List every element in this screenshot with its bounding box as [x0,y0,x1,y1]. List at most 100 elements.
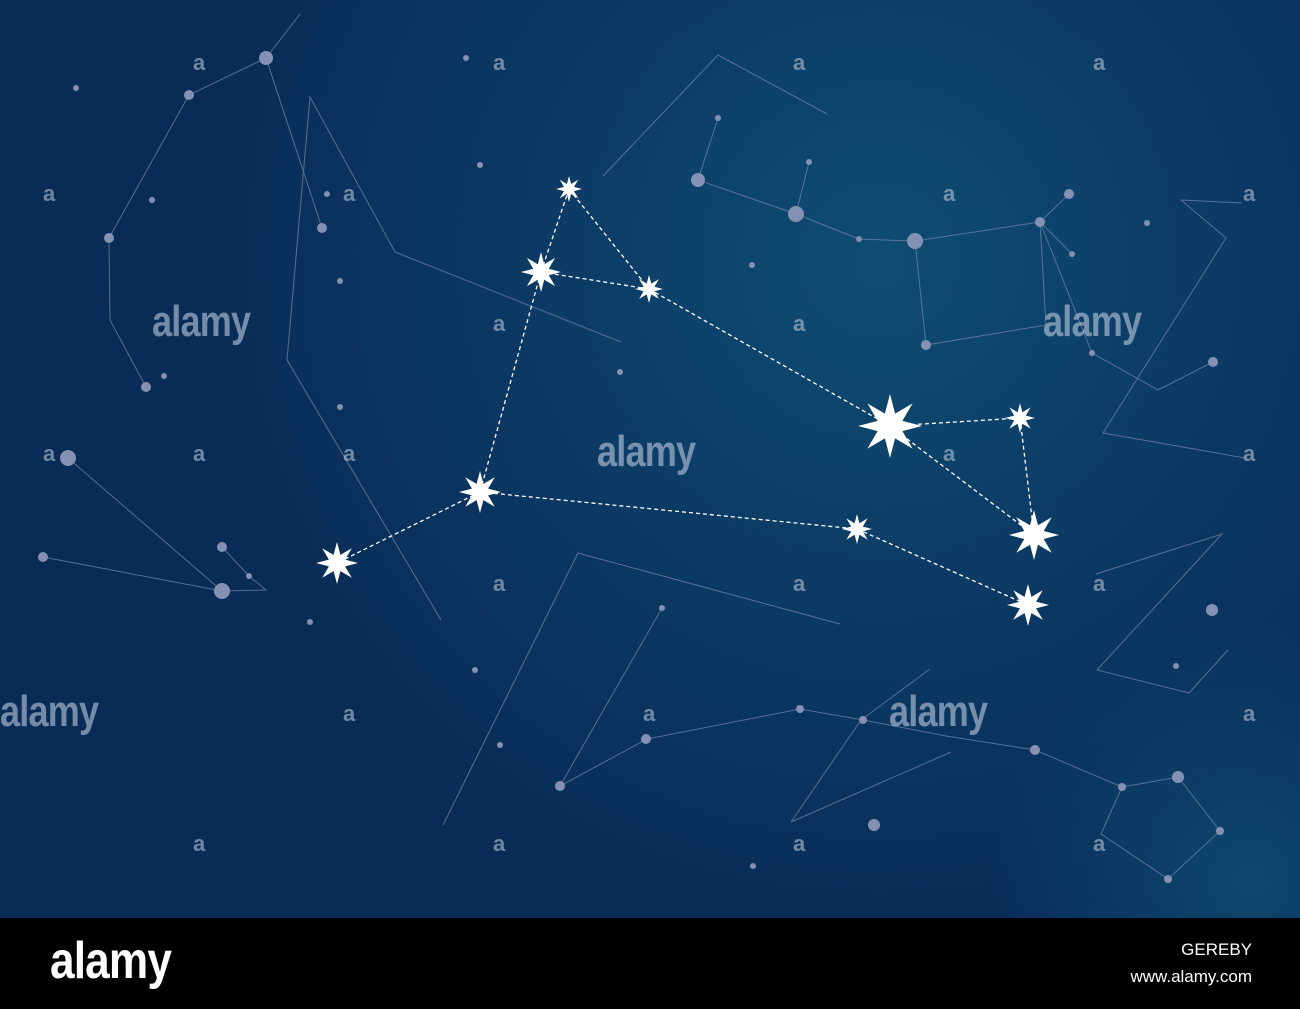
watermark-mark: a [1243,701,1256,726]
faint-star-icon [104,233,114,243]
background-stars [38,51,1224,883]
constellation-dashed-line [540,188,570,273]
faint-star-icon [463,55,469,61]
faint-star-icon [796,705,804,713]
background-constellation-line [790,751,952,823]
watermark-mark: a [943,181,956,206]
faint-star-icon [691,173,705,187]
watermark-mark: a [793,831,806,856]
faint-star-icon [788,206,804,222]
watermark-mark: a [1243,441,1256,466]
watermark-logo: alamy [0,687,99,736]
background-constellation-line [1039,221,1073,255]
background-constellation-line [790,719,862,823]
watermark-logo: alamy [1043,297,1142,346]
site-url: www.alamy.com [1130,967,1252,986]
faint-star-icon [750,863,756,869]
faint-star-icon [307,619,313,625]
background-constellation-line [67,457,268,592]
faint-star-icon [1064,189,1074,199]
background-constellation-line [265,57,323,229]
constellation-dashed-line [648,288,891,427]
background-constellation-line [1039,221,1214,391]
faint-star-icon [38,552,48,562]
constellation-dashed-line [889,425,1035,536]
background-constellation-line [914,221,1047,346]
background-constellation-line [860,668,931,721]
watermark-mark: a [343,701,356,726]
image-id: GEREBY [1181,940,1252,959]
watermark-logo: alamy [597,427,696,476]
background-constellation-line [286,95,622,361]
watermark-mark: a [793,571,806,596]
faint-star-icon [1118,783,1126,791]
faint-star-icon [1216,827,1224,835]
sky-glow [0,0,1300,918]
faint-star-icon [1069,251,1075,257]
background-constellation-line [1102,199,1246,459]
leo-constellation-stars [316,176,1059,626]
leo-constellation-lines [336,188,1035,606]
background-constellation-line [1095,532,1229,694]
brand-logo: alamy [50,932,172,990]
faint-star-icon [1173,663,1179,669]
faint-star-icon [337,404,343,410]
faint-star-icon [246,573,252,579]
constellation-dashed-line [540,271,650,290]
faint-star-icon [1164,875,1172,883]
eight-point-star-icon [1005,403,1035,433]
faint-star-icon [1089,350,1095,356]
faint-star-icon [659,605,665,611]
background-constellation-line [108,13,301,388]
eight-point-star-icon [556,176,582,202]
watermark-mark: a [193,50,206,75]
background-constellation-line [602,54,828,177]
eight-point-star-icon [858,394,922,458]
eight-point-star-icon [635,275,663,303]
background-constellation-line [559,607,663,787]
faint-star-icon [184,90,194,100]
faint-star-icon [214,583,230,599]
faint-star-icon [1035,217,1045,227]
faint-star-icon [806,159,812,165]
background-constellation-line [42,556,223,592]
constellation-dashed-line [1019,417,1035,536]
constellation-dashed-line [336,491,481,564]
faint-star-icon [921,340,931,350]
watermark-mark: a [193,831,206,856]
faint-star-icon [1206,604,1218,616]
faint-star-icon [73,85,79,91]
eight-point-star-icon [459,471,501,513]
faint-star-icon [337,278,343,284]
footer-bar: alamy GEREBY www.alamy.com [0,918,1300,1009]
constellation-dashed-line [479,491,858,530]
watermark-mark: a [943,441,956,466]
faint-star-icon [749,262,755,268]
watermark-mark: a [643,701,656,726]
faint-star-icon [324,191,330,197]
watermark-mark: a [1093,831,1106,856]
faint-star-icon [555,781,565,791]
faint-star-icon [217,542,227,552]
faint-star-icon [149,197,155,203]
constellation-dashed-line [568,188,650,290]
watermark-mark: a [193,441,206,466]
background-constellation-line [559,708,1221,880]
eight-point-star-icon [842,514,872,544]
watermark-mark: a [493,831,506,856]
faint-star-icon [1030,745,1040,755]
background-constellation-line [1180,199,1243,204]
watermark-mark: a [793,50,806,75]
faint-star-icon [715,115,721,121]
watermark-mark: a [343,181,356,206]
faint-star-icon [1208,357,1218,367]
faint-star-icon [641,734,651,744]
faint-star-icon [60,450,76,466]
eight-point-star-icon [1009,510,1059,560]
faint-star-icon [259,51,273,65]
watermark-mark: a [1093,50,1106,75]
watermark-mark: a [1243,181,1256,206]
faint-star-icon [497,742,503,748]
star-map [0,0,1300,918]
